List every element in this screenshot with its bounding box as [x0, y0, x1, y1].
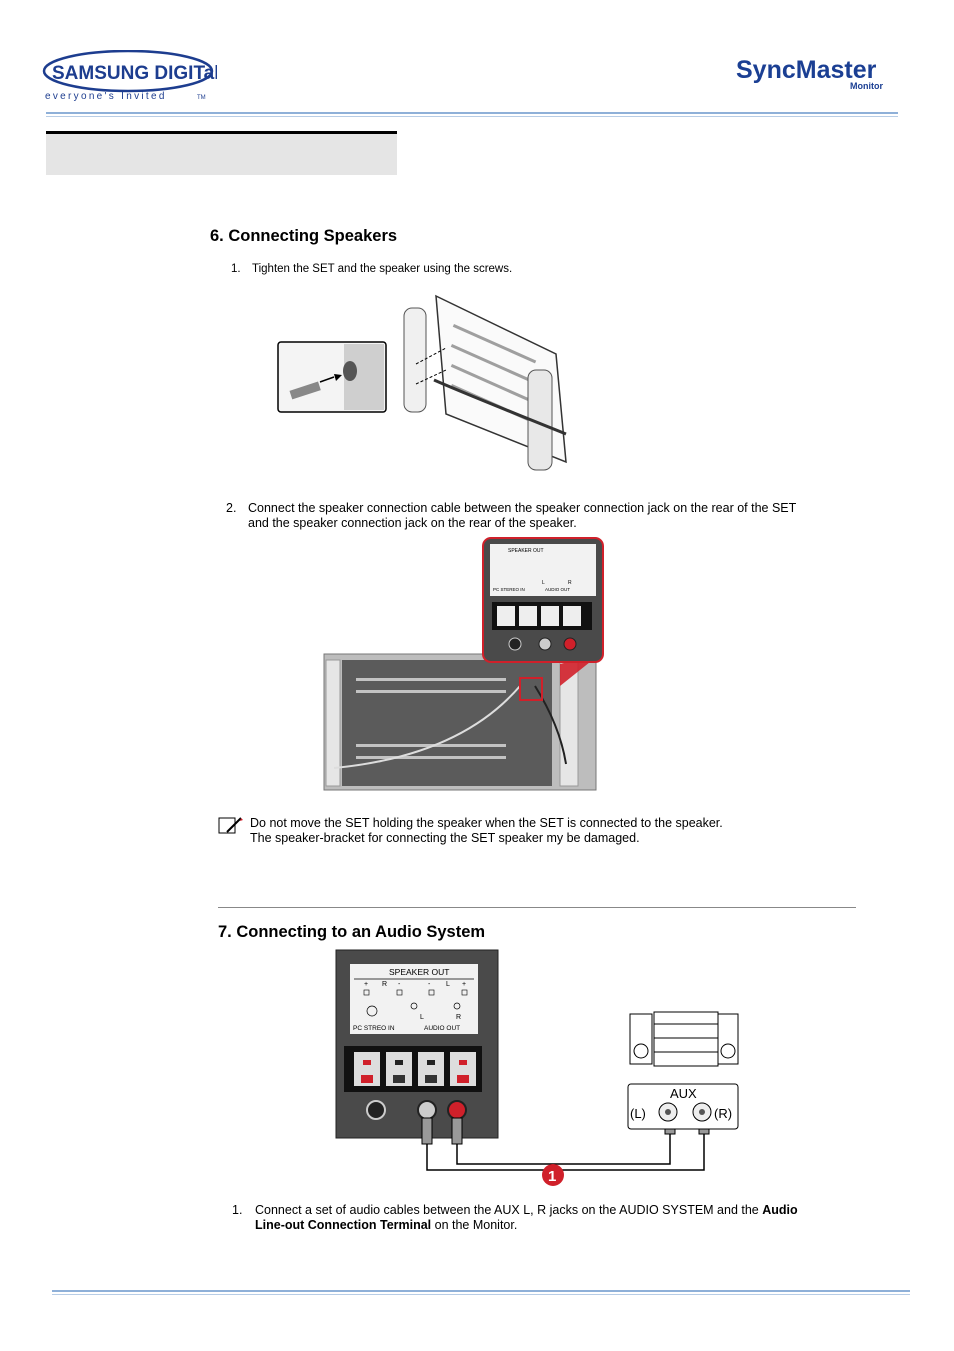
syncmaster-logo: SyncMaster Monitor [736, 56, 883, 91]
speaker-out-label: SPEAKER OUT [389, 967, 449, 977]
pc-stereo-label: PC STREO IN [353, 1025, 395, 1032]
jack-panel-label [350, 964, 478, 1034]
sign-l: L [446, 981, 450, 988]
vent-rows [356, 678, 506, 759]
audio-out-l-jack [538, 637, 552, 651]
audio-out-l-jack [417, 1100, 437, 1120]
speaker-mount-illustration [277, 294, 567, 471]
step-1-speakers: 1. Tighten the SET and the speaker using… [231, 262, 512, 277]
audio-system-illustration: SPEAKER OUT + R - - L + L R PC STREO IN … [335, 949, 739, 1186]
cable-right [534, 685, 567, 765]
sign-r: R [382, 981, 387, 988]
note-line2: The speaker-bracket for connecting the S… [250, 831, 640, 845]
panel-l-label: L [542, 580, 545, 586]
jack-panel-label [490, 544, 596, 596]
sign-minus-l: - [428, 981, 431, 988]
note-icon [218, 817, 243, 834]
step-number: 1. [231, 263, 241, 275]
screw-hole [343, 361, 357, 381]
audio-out-label: AUDIO OUT [424, 1025, 460, 1032]
note-line1: Do not move the SET holding the speaker … [250, 816, 723, 830]
sign-minus-r: - [398, 981, 401, 988]
step-number: 2. [226, 501, 237, 515]
callout-badge: 1 [542, 1164, 564, 1186]
aux-r-label: (R) [714, 1106, 732, 1121]
step-number: 1. [232, 1203, 243, 1217]
screw-icon [289, 374, 342, 400]
stand-bar [433, 378, 567, 436]
audio-out-r-jack [563, 637, 577, 651]
aux-input-panel [627, 1083, 739, 1130]
panel-speaker-out-label: SPEAKER OUT [508, 548, 544, 554]
aux-label: AUX [670, 1086, 697, 1101]
step-text: Connect a set of audio cables between th… [255, 1203, 798, 1232]
speaker-wiring-illustration: SPEAKER OUT PC STEREO IN AUDIO OUT L R [323, 537, 604, 791]
pc-stereo-jack [366, 1100, 386, 1120]
samsung-digitall-logo: SAMSUNG DIGITall everyone's Invited TM [42, 50, 217, 102]
panel-pc-stereo-label: PC STEREO IN [493, 587, 525, 592]
section-heading-connecting-speakers: 6. Connecting Speakers [210, 227, 398, 245]
samsung-tagline: everyone's Invited [45, 91, 167, 102]
side-speaker-left [325, 659, 341, 787]
samsung-logo-text: SAMSUNG DIGITall [52, 63, 217, 84]
panel-audio-out-label: AUDIO OUT [545, 587, 570, 592]
step-2-speakers: 2. Connect the speaker connection cable … [226, 501, 796, 530]
footer-rule [52, 1290, 910, 1298]
jack-highlight [519, 677, 543, 701]
sign-plus-l: + [462, 981, 466, 988]
step-text-line1: Connect the speaker connection cable bet… [248, 501, 797, 515]
sign-plus-r: + [364, 981, 368, 988]
step-text-line2: and the speaker connection jack on the r… [248, 516, 577, 530]
cable-left [333, 685, 521, 769]
panel-r-label: R [568, 580, 572, 586]
aux-l-label: (L) [630, 1106, 646, 1121]
note-text: Do not move the SET holding the speaker … [250, 816, 723, 846]
syncmaster-logo-text: SyncMaster [736, 56, 877, 84]
audio-out-r-jack [447, 1100, 467, 1120]
svg-text:1: 1 [548, 1168, 556, 1185]
page-title-bar [46, 131, 397, 175]
pc-stereo-jack [508, 637, 522, 651]
samsung-tm: TM [197, 95, 206, 101]
audio-l-label: L [420, 1014, 424, 1021]
syncmaster-sub: Monitor [850, 81, 883, 91]
audio-system-icon [629, 1011, 739, 1067]
step-text: Tighten the SET and the speaker using th… [252, 263, 513, 275]
section-divider [218, 907, 856, 908]
header-rule [46, 112, 898, 120]
speaker-unit-left [403, 307, 427, 413]
audio-r-label: R [456, 1014, 461, 1021]
section-heading-audio-system: 7. Connecting to an Audio System [218, 923, 486, 941]
